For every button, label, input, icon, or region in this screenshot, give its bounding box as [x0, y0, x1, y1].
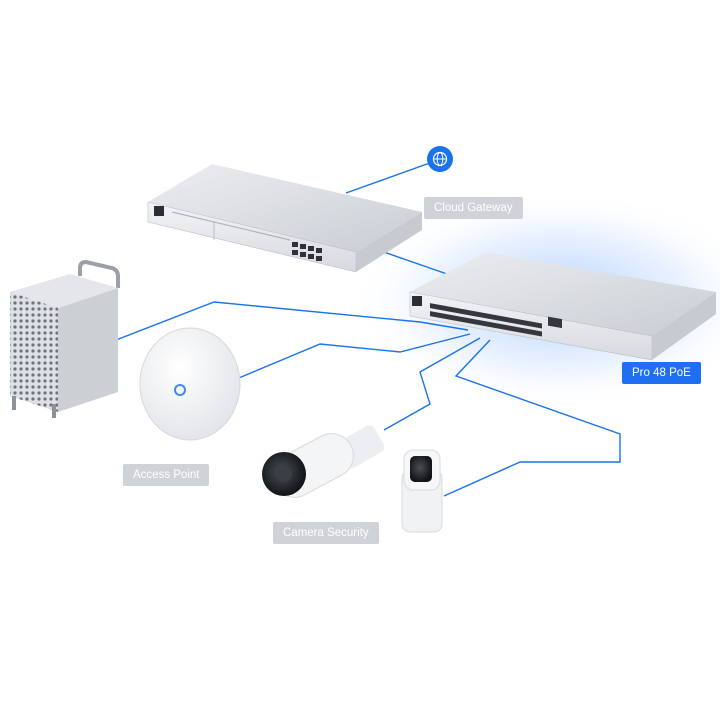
connection-lines: [115, 159, 621, 497]
bullet-camera-device: [262, 425, 385, 498]
camera-security-label: Camera Security: [273, 522, 379, 544]
link-ap-switch: [233, 333, 471, 381]
link-flex-camera-switch: [443, 339, 621, 497]
cloud-gateway-label: Cloud Gateway: [424, 197, 523, 219]
access-point-device: [139, 327, 241, 441]
link-server-switch: [115, 301, 469, 341]
link-bullet-camera-switch: [383, 337, 481, 431]
pro-switch-device: [409, 252, 716, 361]
link-internet-gateway: [345, 159, 439, 194]
cloud-gateway-device: [147, 164, 422, 273]
pro-switch-label: Pro 48 PoE: [622, 362, 701, 384]
flex-camera-device: [401, 449, 443, 533]
globe-icon: [427, 146, 453, 172]
workstation-device: [10, 259, 120, 418]
access-point-label: Access Point: [123, 464, 210, 486]
